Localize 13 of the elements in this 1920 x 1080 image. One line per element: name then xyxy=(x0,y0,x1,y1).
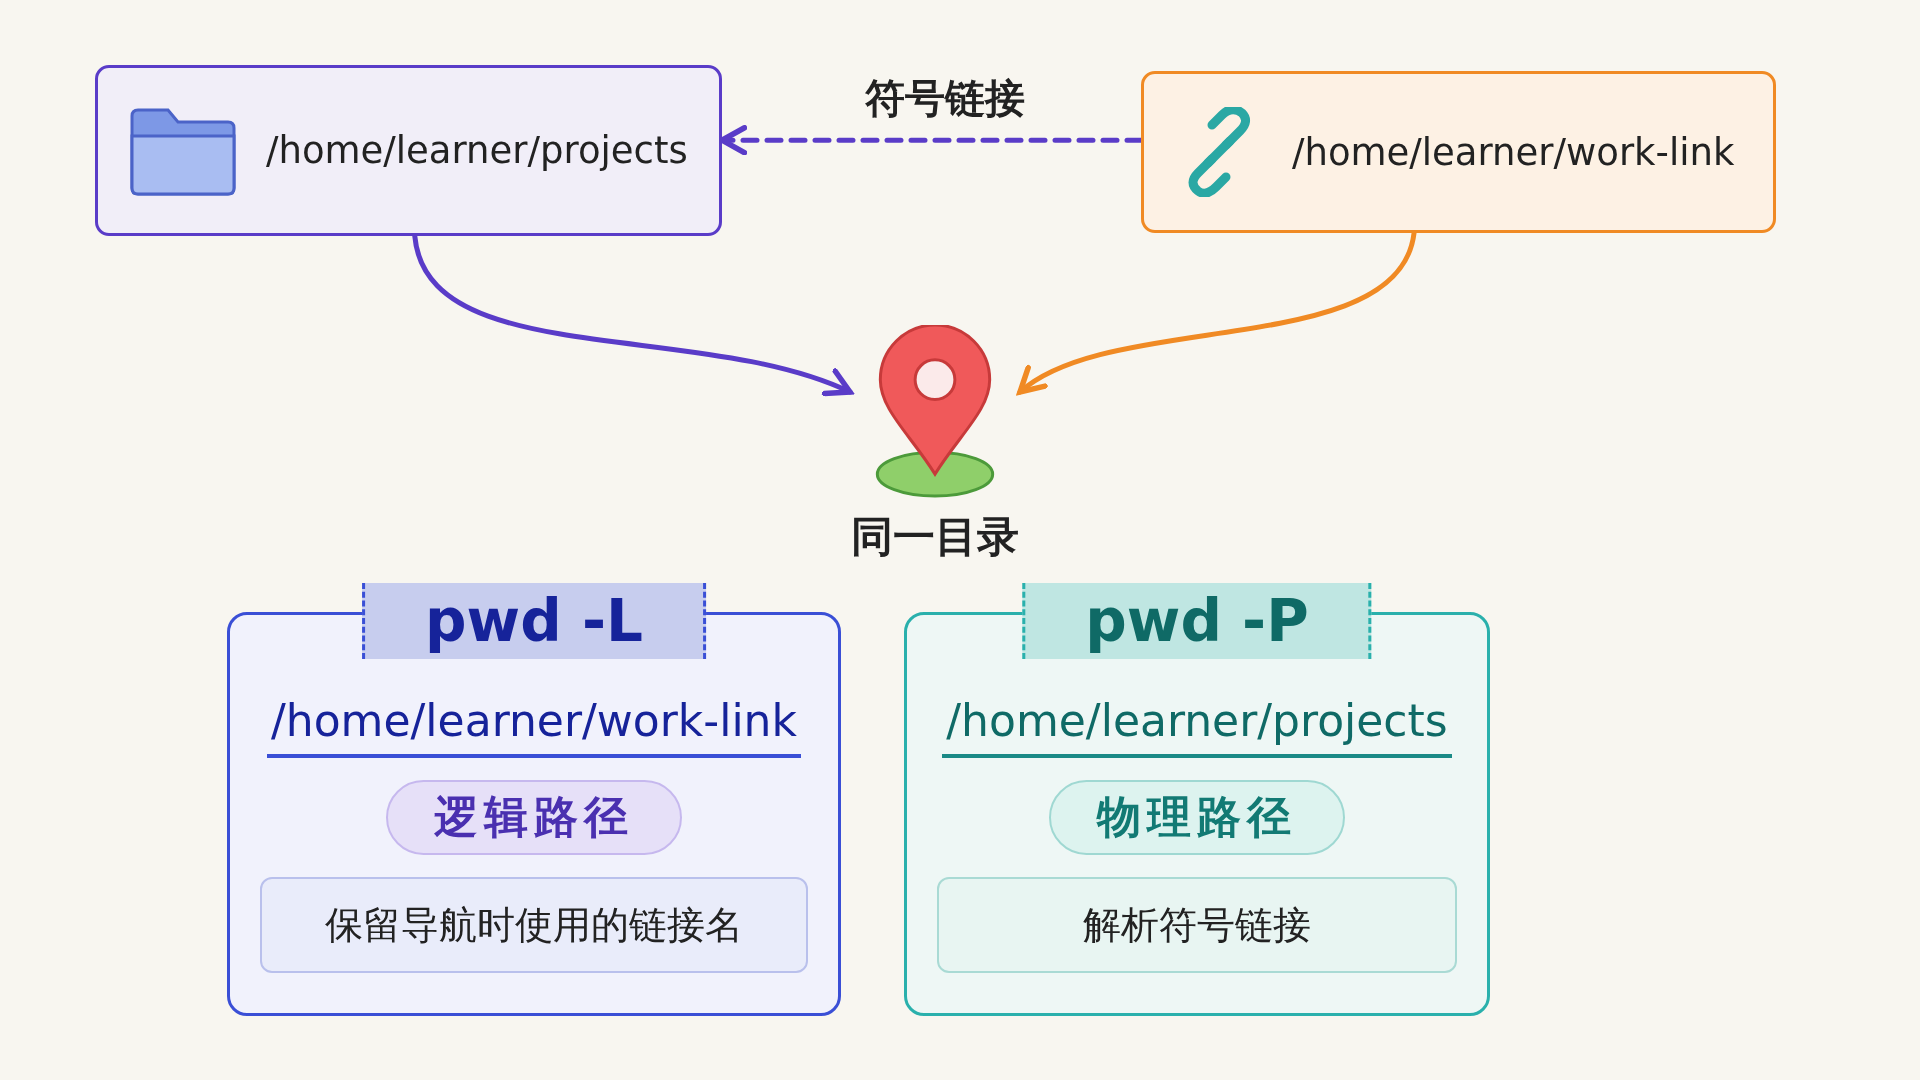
description-box: 解析符号链接 xyxy=(937,877,1457,973)
path-type-pill: 逻辑路径 xyxy=(386,780,682,855)
path-text: /home/learner/projects xyxy=(266,129,688,172)
node-label: 同一目录 xyxy=(851,511,1019,563)
command-tag: pwd -P xyxy=(1022,583,1372,659)
path-text: /home/learner/work-link xyxy=(1292,130,1735,174)
path-box xyxy=(1141,71,1776,233)
command-tag: pwd -L xyxy=(362,583,706,659)
path-type-pill: 物理路径 xyxy=(1049,780,1345,855)
path-box xyxy=(95,65,722,236)
path-text: /home/learner/projects xyxy=(942,695,1452,758)
path-text: /home/learner/work-link xyxy=(267,695,801,758)
description-box: 保留导航时使用的链接名 xyxy=(260,877,808,973)
